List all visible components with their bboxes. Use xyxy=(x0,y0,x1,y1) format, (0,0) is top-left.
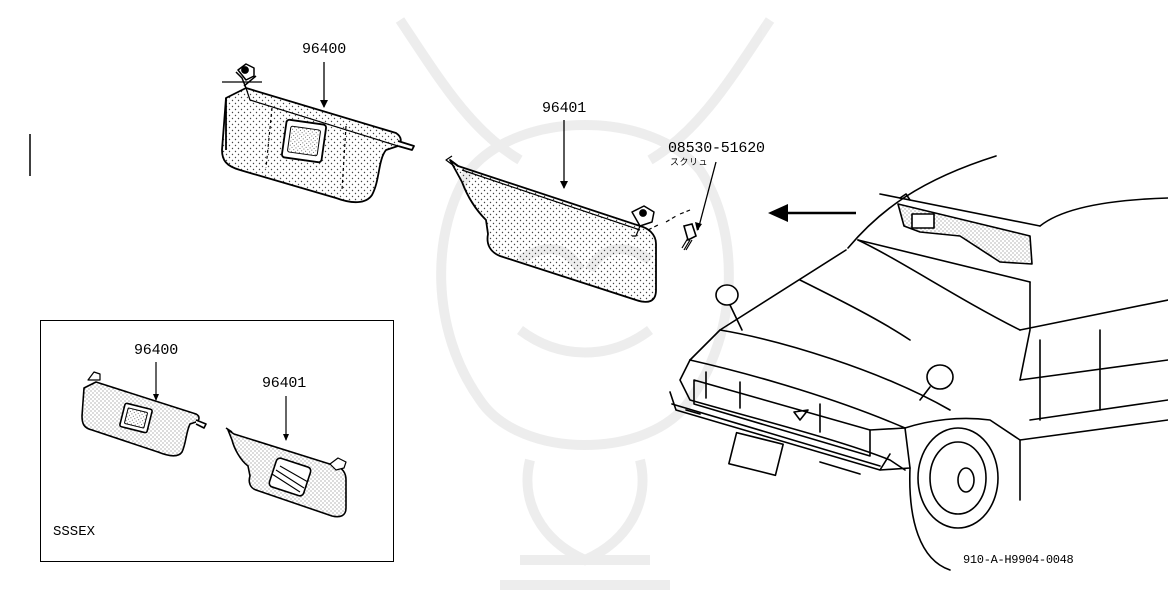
inset-label-part-96401: 96401 xyxy=(262,375,307,392)
direction-arrow xyxy=(768,204,856,222)
truck-illustration xyxy=(669,155,1168,571)
label-part-96400: 96400 xyxy=(302,41,347,58)
label-part-96401: 96401 xyxy=(542,100,587,117)
figure-code: 910-A-H9904-0048 xyxy=(963,553,1074,567)
inset-left-sun-visor xyxy=(81,371,207,457)
right-sun-visor xyxy=(445,155,657,303)
label-screw-note: スクリュ xyxy=(670,158,709,168)
leader-screw xyxy=(697,161,717,231)
inset-variant-label: SSSEX xyxy=(53,524,96,540)
label-part-screw: 08530-51620 xyxy=(668,140,765,157)
screw xyxy=(647,209,697,251)
variant-inset-box: SSSEX xyxy=(40,320,394,562)
inset-right-sun-visor xyxy=(225,427,347,518)
left-sun-visor xyxy=(221,63,415,204)
inset-label-part-96400: 96400 xyxy=(134,342,179,359)
